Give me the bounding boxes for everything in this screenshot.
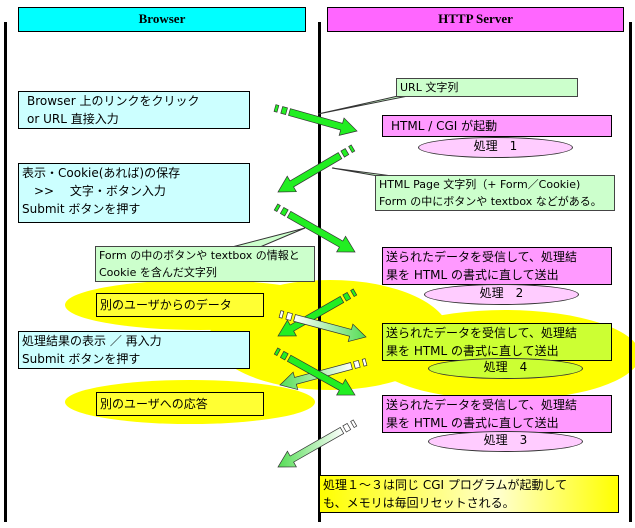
- browser-step-line: >> 文字・ボタン入力: [22, 184, 166, 198]
- arrow-tail-segment: [279, 206, 289, 217]
- arrow-tail-segment: [280, 106, 288, 116]
- note-line: も、メモリは毎回リセットされる。: [323, 496, 515, 510]
- arrow-response-2: [277, 288, 358, 337]
- arrow-body: [277, 426, 345, 468]
- browser-step-click-link: Browser 上のリンクをクリック or URL 直接入力: [18, 91, 250, 129]
- other-user-response-label: 別のユーザへの応答: [96, 392, 264, 416]
- arrow-request-2: [273, 203, 356, 253]
- browser-step-line: Browser 上のリンクをクリック: [27, 94, 200, 108]
- arrow-tail-segment: [353, 359, 361, 369]
- lane-header-server: HTTP Server: [327, 7, 624, 32]
- server-step-process-3: 送られたデータを受信して、処理結 果を HTML の書式に直して送出: [382, 395, 612, 433]
- arrow-tail-segment: [350, 419, 358, 429]
- lifeline-center: [318, 22, 321, 522]
- server-step-line: 送られたデータを受信して、処理結: [386, 398, 578, 412]
- arrow-request-1: [273, 104, 358, 136]
- note-memory-reset: 処理１～３は同じ CGI プログラムが起動して も、メモリは毎回リセットされる。: [319, 475, 619, 513]
- server-step-line: 果を HTML の書式に直して送出: [386, 344, 559, 358]
- process-4-ellipse: 処理 4: [428, 358, 583, 379]
- browser-step-line: 処理結果の表示 ／ 再入力: [22, 334, 162, 348]
- arrow-body: [277, 295, 345, 337]
- server-step-line: 送られたデータを受信して、処理結: [386, 326, 578, 340]
- other-user-data-label: 別のユーザからのデータ: [96, 293, 264, 317]
- arrow-tail-segment: [278, 310, 285, 319]
- arrow-body: [288, 108, 358, 136]
- browser-step-line: 表示・Cookie(あれば)の保存: [22, 166, 181, 180]
- browser-step-line: Submit ボタンを押す: [22, 352, 141, 366]
- callout-line: Cookie を含んだ文字列: [99, 266, 217, 279]
- arrow-tail-segment: [273, 347, 281, 356]
- process-1-ellipse: 処理 1: [418, 137, 573, 158]
- arrow-other-request: [278, 310, 367, 343]
- callout-line: HTML Page 文字列（+ Form／Cookie): [379, 178, 581, 191]
- arrow-tail-segment: [279, 350, 289, 361]
- note-line: 処理１～３は同じ CGI プログラムが起動して: [323, 478, 568, 492]
- callout-line: Form の中にボタンや textbox などがある。: [379, 195, 602, 208]
- arrow-body: [293, 314, 367, 343]
- arrow-response-1: [277, 144, 356, 193]
- callout-url-string: URL 文字列: [396, 78, 578, 97]
- arrow-tail-segment: [361, 358, 368, 367]
- arrow-tail-segment: [285, 311, 293, 321]
- arrow-body: [277, 152, 343, 193]
- callout-form-data-string: Form の中のボタンや textbox の情報と Cookie を含んだ文字列: [95, 246, 315, 282]
- server-step-line: 果を HTML の書式に直して送出: [386, 268, 559, 282]
- lane-header-browser: Browser: [18, 7, 306, 32]
- server-step-process-2: 送られたデータを受信して、処理結 果を HTML の書式に直して送出: [382, 247, 612, 285]
- arrow-body: [286, 354, 356, 396]
- arrow-tail-segment: [350, 288, 358, 298]
- arrow-response-3: [277, 419, 358, 468]
- arrow-tail-segment: [273, 203, 281, 213]
- browser-step-line: Submit ボタンを押す: [22, 202, 141, 216]
- server-step-line: 送られたデータを受信して、処理結: [386, 250, 578, 264]
- arrow-tail-segment: [342, 422, 352, 433]
- lifeline-left: [4, 22, 7, 522]
- browser-step-display-submit: 表示・Cookie(あれば)の保存 >> 文字・ボタン入力 Submit ボタン…: [18, 163, 250, 223]
- arrow-tail-segment: [273, 104, 280, 113]
- arrow-request-3: [273, 347, 356, 396]
- server-step-process-4: 送られたデータを受信して、処理結 果を HTML の書式に直して送出: [382, 323, 612, 361]
- lifeline-right: [629, 22, 632, 522]
- browser-step-result-reinput: 処理結果の表示 ／ 再入力 Submit ボタンを押す: [18, 331, 250, 369]
- arrow-tail-segment: [340, 148, 350, 158]
- server-step-line: 果を HTML の書式に直して送出: [386, 416, 559, 430]
- process-3-ellipse: 処理 3: [428, 431, 583, 452]
- arrow-tail-segment: [342, 291, 352, 302]
- callout-line: Form の中のボタンや textbox の情報と: [99, 249, 300, 262]
- callout-html-page-string: HTML Page 文字列（+ Form／Cookie) Form の中にボタン…: [375, 175, 615, 211]
- process-2-ellipse: 処理 2: [424, 284, 579, 305]
- arrow-body: [286, 210, 356, 253]
- browser-step-line: or URL 直接入力: [27, 112, 119, 126]
- arrow-tail-segment: [348, 144, 356, 154]
